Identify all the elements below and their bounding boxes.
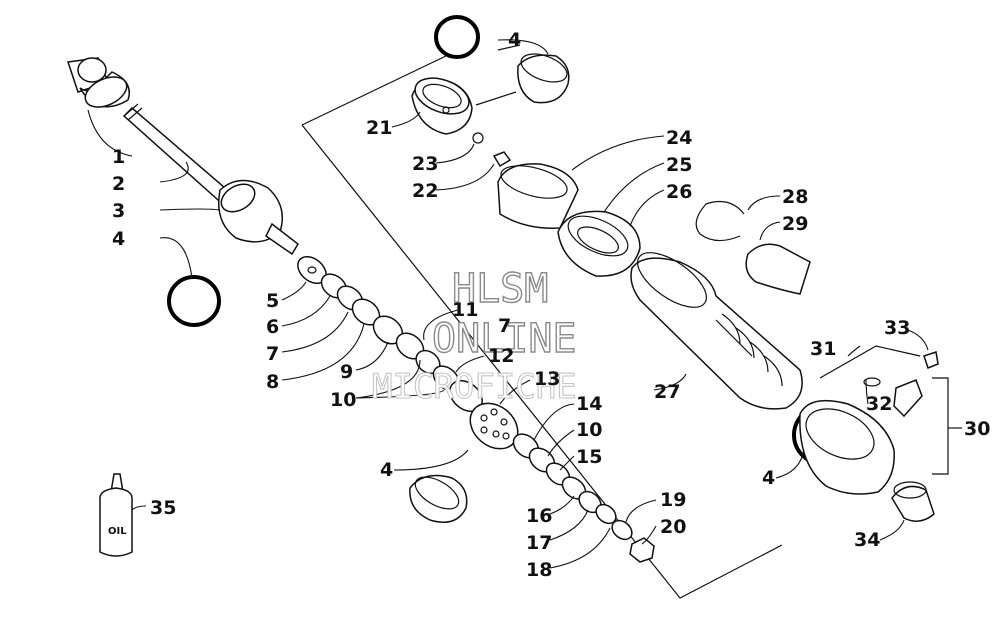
callout-21: 21 [366, 117, 392, 139]
callout-22: 22 [412, 180, 438, 202]
callout-11: 11 [452, 299, 478, 321]
watermark-line-2: ONLINE [432, 316, 577, 362]
callout-7-right: 7 [498, 315, 511, 337]
callout-7-left: 7 [266, 343, 279, 365]
callout-1: 1 [112, 146, 125, 168]
watermark-line-3: MICROFICHE [372, 367, 577, 407]
callout-35: 35 [150, 497, 176, 519]
part-31-bracket[interactable] [819, 345, 921, 379]
callout-2: 2 [112, 173, 125, 195]
callout-labels: 1 2 3 4 4 4 4 5 6 7 7 8 9 10 10 11 12 13… [112, 29, 990, 581]
callout-10-right: 10 [576, 419, 602, 441]
callout-12: 12 [488, 345, 514, 367]
callout-13: 13 [534, 368, 560, 390]
part-4-bearing-band-upper[interactable] [517, 49, 570, 104]
washer-stack-lower[interactable] [509, 429, 655, 563]
callout-27: 27 [654, 381, 680, 403]
part-27-shock-body[interactable] [629, 242, 803, 410]
part-1-bumper[interactable] [67, 57, 131, 113]
oil-bottle-label: OIL [108, 526, 127, 537]
callout-25: 25 [666, 154, 692, 176]
callout-26: 26 [666, 181, 692, 203]
callout-33: 33 [884, 317, 910, 339]
callout-16: 16 [526, 505, 552, 527]
part-4-o-ring-top[interactable] [434, 15, 480, 59]
callout-4-top: 4 [508, 29, 521, 51]
callout-14: 14 [576, 393, 602, 415]
callout-6: 6 [266, 316, 279, 338]
subassembly-outline [301, 44, 783, 599]
callout-28: 28 [782, 186, 808, 208]
washer-stack-upper[interactable] [293, 251, 488, 417]
callout-29: 29 [782, 213, 808, 235]
callout-30: 30 [964, 418, 990, 440]
part-22-screw[interactable] [492, 151, 512, 168]
part-4-o-ring-left[interactable] [167, 275, 221, 327]
part-28-circlip[interactable] [695, 201, 745, 242]
part-24-sleeve[interactable] [497, 160, 579, 229]
part-4-bearing-band-lower[interactable] [409, 471, 468, 523]
callout-4-bottom: 4 [380, 459, 393, 481]
part-34-bushing[interactable] [891, 481, 935, 522]
callout-10-left: 10 [330, 389, 356, 411]
part-23-clip[interactable] [472, 132, 484, 144]
part-29-spacer[interactable] [745, 243, 811, 295]
part-30-bracket-line [932, 377, 962, 475]
callout-22-23-top: 23 [412, 153, 438, 175]
callout-20: 20 [660, 516, 686, 538]
watermark-line-1: HLSM [452, 266, 548, 312]
callout-18: 18 [526, 559, 552, 581]
callout-8: 8 [266, 371, 279, 393]
callout-19: 19 [660, 489, 686, 511]
callout-3: 3 [112, 200, 125, 222]
watermark: HLSM ONLINE MICROFICHE [371, 265, 577, 407]
callout-24: 24 [666, 127, 692, 149]
part-3-shaft-eye[interactable] [216, 179, 299, 256]
part-30-reservoir-housing[interactable] [798, 399, 895, 495]
part-13-piston[interactable] [461, 394, 527, 458]
callout-4-right: 4 [762, 467, 775, 489]
callout-15: 15 [576, 446, 602, 468]
callout-34: 34 [854, 529, 880, 551]
part-35-oil-bottle[interactable]: OIL [99, 473, 133, 557]
callout-17: 17 [526, 532, 552, 554]
callout-9: 9 [340, 361, 353, 383]
part-25-26-spring-nut[interactable] [557, 208, 641, 277]
part-21-cap[interactable] [410, 71, 474, 135]
callout-5: 5 [266, 290, 279, 312]
part-32-valve[interactable] [863, 377, 923, 418]
callout-31: 31 [810, 338, 836, 360]
callout-4-left: 4 [112, 228, 125, 250]
callout-32: 32 [866, 393, 892, 415]
leader-lines [87, 39, 929, 569]
part-33-cap-screw[interactable] [923, 351, 939, 369]
